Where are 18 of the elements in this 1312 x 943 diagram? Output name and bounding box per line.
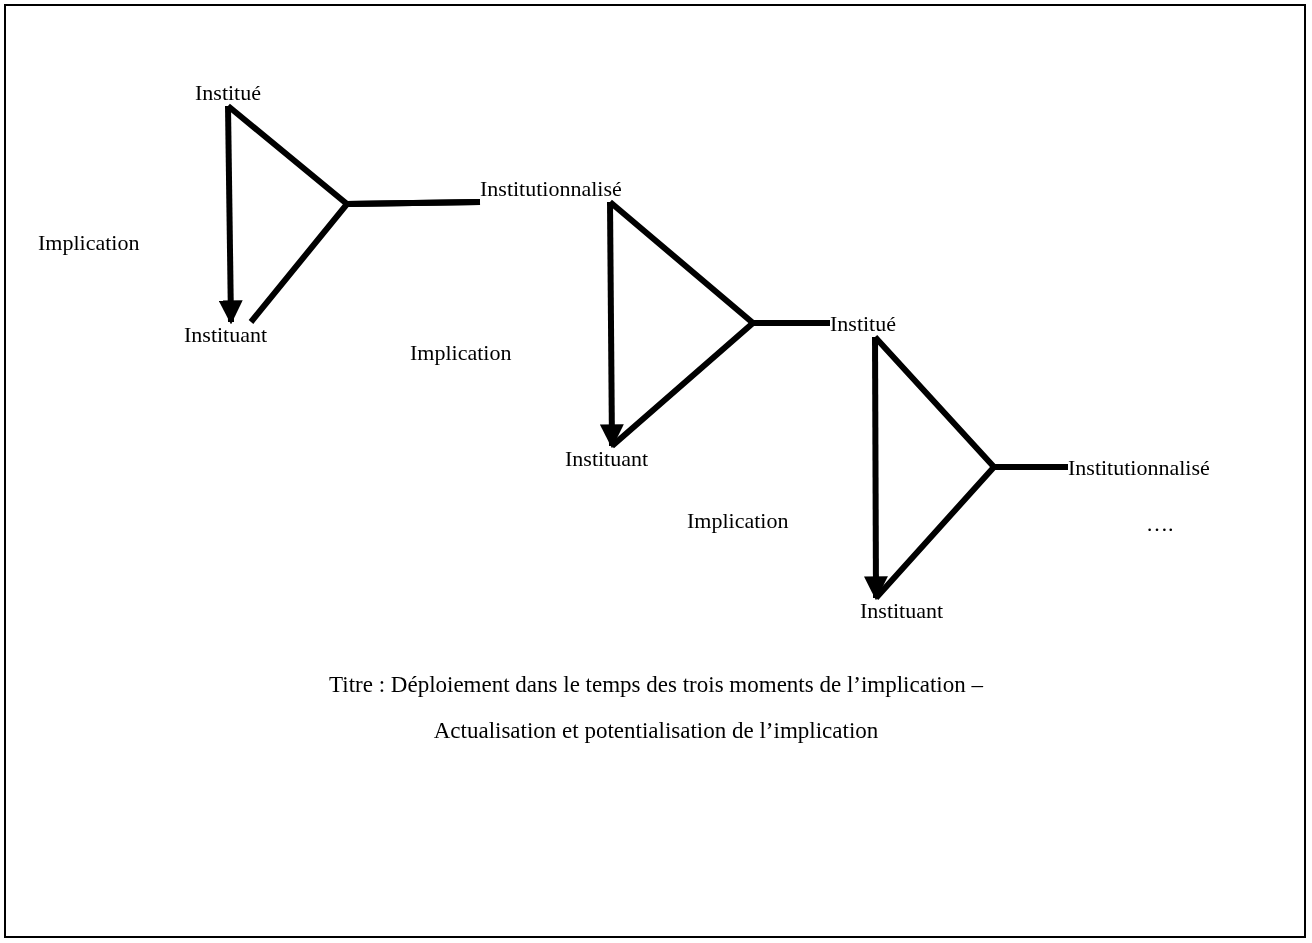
side-label: Implication	[687, 508, 789, 534]
connector-line	[873, 464, 1068, 600]
node-label: Instituant	[184, 322, 268, 348]
node-label: Institué	[195, 80, 261, 106]
side-label: Implication	[38, 230, 140, 256]
connector-line	[248, 199, 481, 324]
side-label: ….	[1146, 511, 1174, 537]
node-label: Institutionnalisé	[480, 176, 622, 202]
node-label: Institué	[830, 311, 896, 337]
arrow	[863, 337, 888, 601]
node-label: Instituant	[565, 446, 649, 472]
side-label: Implication	[410, 340, 512, 366]
arrow	[218, 105, 243, 325]
caption: Titre : Déploiement dans le temps des trois moments de l’implication – Actualisation et potentialisation de l’implication	[328, 671, 984, 745]
arrow	[599, 201, 624, 449]
node-label: Institutionnalisé	[1068, 455, 1210, 481]
connector-line	[610, 320, 830, 449]
node-label: Instituant	[860, 598, 944, 624]
